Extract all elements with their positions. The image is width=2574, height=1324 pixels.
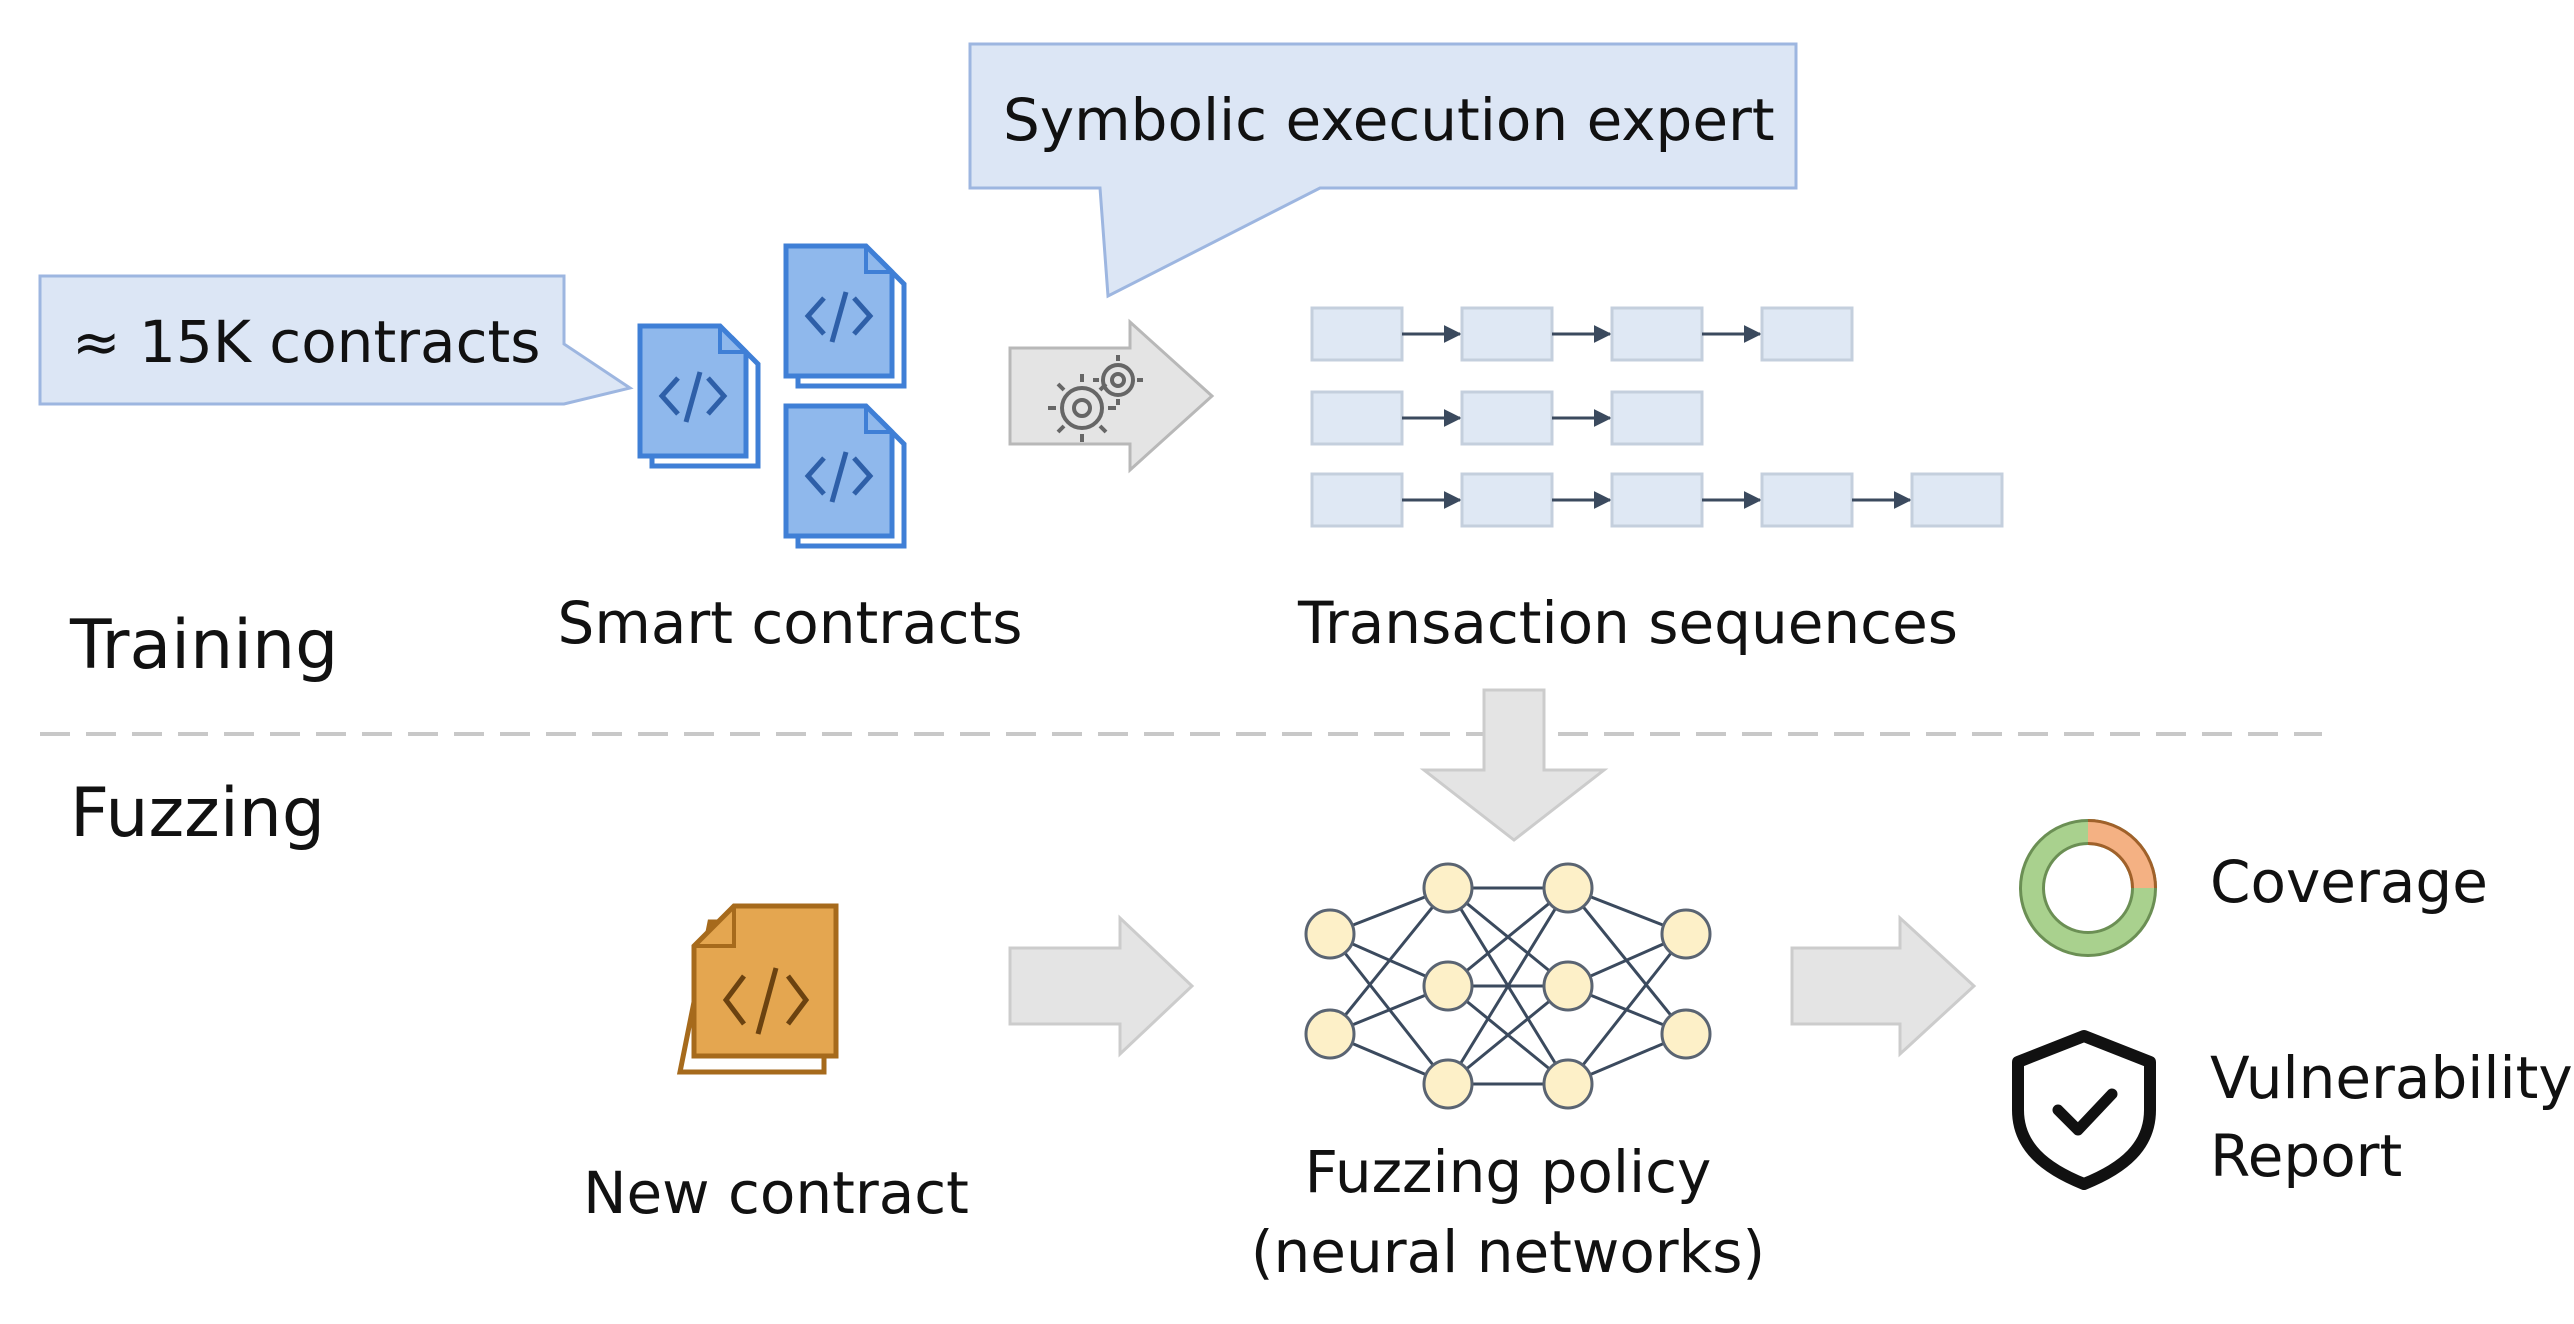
expert-label: Symbolic execution expert [1003,86,1775,154]
transaction-box [1460,472,1554,528]
coverage-label: Coverage [2210,848,2488,916]
training-section-label: Training [69,606,338,685]
network-node [1660,908,1712,960]
shield-check-icon [2012,1030,2156,1190]
network-node [1660,1008,1712,1060]
transaction-box [1460,306,1554,362]
fuzzing-policy-caption-line2: (neural networks) [1251,1218,1765,1286]
transaction-box [1610,306,1704,362]
code-document-icon [640,326,758,466]
expert-callout: Symbolic execution expert [968,42,1798,299]
transaction-box [1310,306,1404,362]
input-arrow [1008,914,1195,1058]
network-node [1304,1008,1356,1060]
network-node [1542,862,1594,914]
transaction-box [1910,472,2004,528]
neural-network-icon [1304,862,1712,1110]
new-contract-caption: New contract [583,1159,969,1227]
network-node [1542,1058,1594,1110]
smart-contracts-caption: Smart contracts [558,589,1023,657]
contracts-count-callout: ≈ 15K contracts [38,274,634,406]
network-edge [1446,887,1570,1085]
fuzzing-policy-caption-line1: Fuzzing policy [1305,1138,1712,1206]
transaction-sequence [1310,472,2004,528]
network-edge [1566,933,1688,1085]
transaction-box [1610,472,1704,528]
transaction-box [1610,390,1704,446]
transaction-box [1760,472,1854,528]
transaction-sequences [1310,306,2004,528]
smart-contracts-icon-group [640,246,904,546]
network-node [1422,862,1474,914]
code-document-icon [786,246,904,386]
network-edge [1447,886,1569,988]
transaction-sequences-caption: Transaction sequences [1297,589,1958,657]
transaction-box [1460,390,1554,446]
network-node [1542,960,1594,1012]
network-node [1304,908,1356,960]
transaction-box [1760,306,1854,362]
code-document-icon [786,406,904,546]
training-down-arrow [1419,688,1609,842]
transaction-box [1310,472,1404,528]
network-node [1422,960,1474,1012]
code-document-icon [676,903,839,1075]
transaction-sequence [1310,390,1704,446]
fuzzing-section-label: Fuzzing [70,774,325,853]
vulnerability-label-line1: Vulnerability [2210,1044,2573,1112]
vulnerability-label-line2: Report [2210,1122,2402,1190]
network-node [1422,1058,1474,1110]
network-edge [1447,984,1569,1086]
donut-chart-icon [2019,819,2157,957]
network-edge [1328,887,1450,1035]
output-arrow [1790,914,1977,1058]
gears-icon [1048,355,1143,442]
contracts-count-label: ≈ 15K contracts [72,308,540,376]
transaction-sequence [1310,306,1854,362]
expert-arrow [1008,318,1215,474]
transaction-box [1310,390,1404,446]
